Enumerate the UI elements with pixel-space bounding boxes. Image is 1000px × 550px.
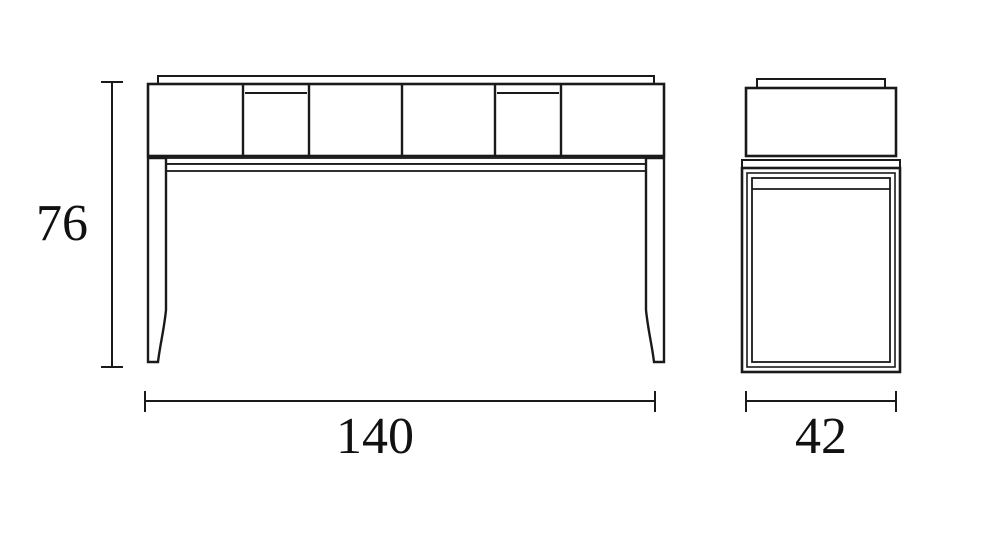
width-dimension-label: 140 — [336, 408, 414, 465]
apron-lower-rail — [164, 163, 648, 172]
side-elevation-view — [740, 78, 902, 374]
width-dimension: 140 — [144, 391, 656, 465]
apron — [157, 157, 655, 172]
drawer-band — [146, 82, 666, 158]
side-leg-frame-inner — [751, 177, 891, 363]
height-dimension-label: 76 — [36, 195, 88, 252]
depth-dimension: 42 — [745, 391, 897, 465]
leg-right — [644, 156, 666, 364]
drawer-band-body — [146, 82, 666, 158]
leg-right-profile — [644, 156, 666, 364]
height-dimension: 76 — [36, 81, 123, 368]
leg-left — [146, 156, 168, 364]
depth-dimension-label: 42 — [795, 408, 847, 465]
side-carcass — [744, 86, 898, 158]
side-top-rail — [756, 78, 886, 89]
front-elevation-view — [146, 75, 666, 364]
leg-left-profile — [146, 156, 168, 364]
